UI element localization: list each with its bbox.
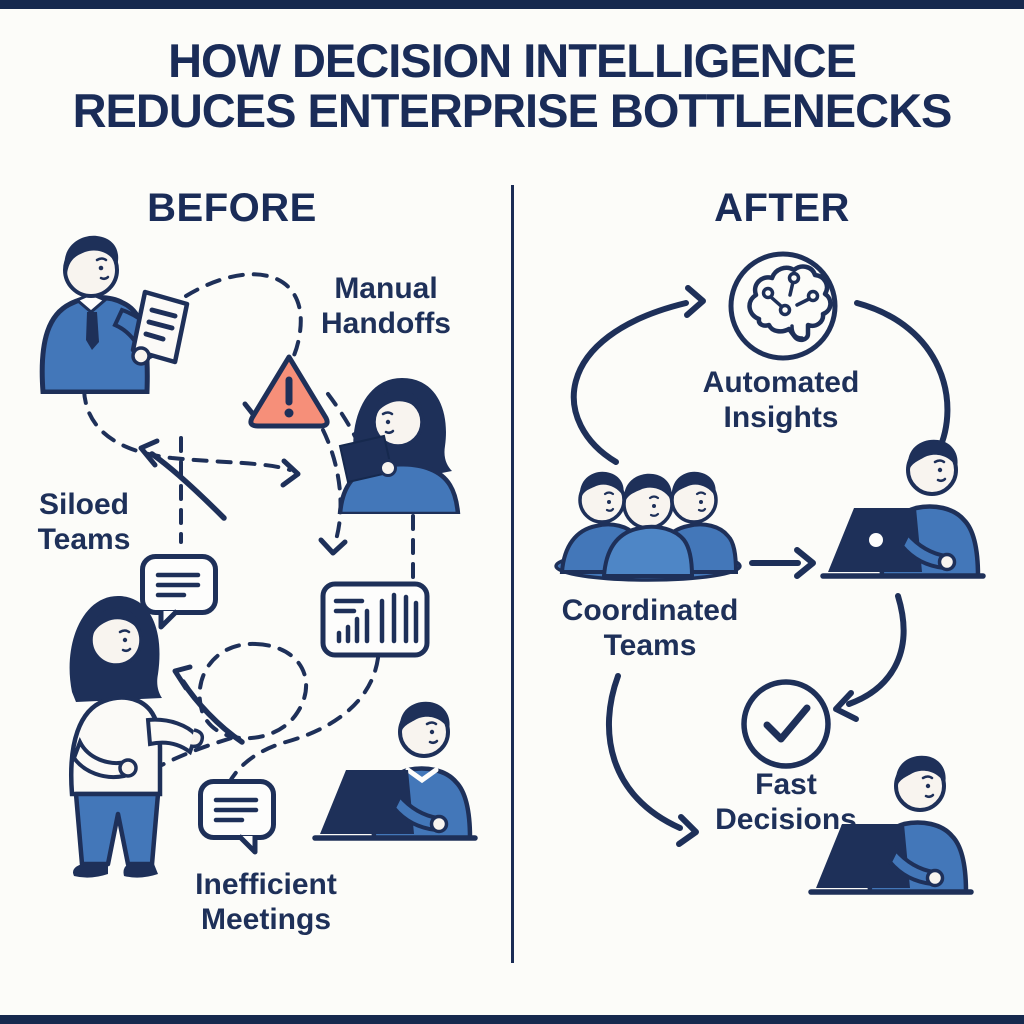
top-border-bar bbox=[0, 0, 1024, 9]
figure-woman-gesturing bbox=[69, 595, 205, 878]
title-line-1: HOW DECISION INTELLIGENCE bbox=[168, 34, 857, 87]
figure-woman-with-tablet bbox=[337, 378, 461, 514]
bar-chart-icon bbox=[320, 581, 430, 658]
ai-brain-icon bbox=[728, 251, 838, 361]
label-coordinated-teams: Coordinated Teams bbox=[561, 594, 739, 662]
figure-man-reading-document bbox=[39, 235, 190, 394]
figure-man-at-laptop-after-bottom bbox=[808, 755, 974, 895]
bottom-border-bar bbox=[0, 1015, 1024, 1024]
label-automated-insights: Automated Insights bbox=[702, 366, 860, 434]
panel-heading-before: BEFORE bbox=[147, 186, 317, 230]
warning-icon bbox=[248, 354, 330, 429]
title-line-2: REDUCES ENTERPRISE BOTTLENECKS bbox=[72, 84, 953, 138]
page-title: HOW DECISION INTELLIGENCE REDUCES ENTERP… bbox=[0, 34, 1024, 138]
chat-bubble-icon-2 bbox=[198, 779, 276, 855]
chat-bubble-icon-1 bbox=[140, 554, 218, 630]
figure-man-at-laptop-before bbox=[312, 701, 478, 841]
figure-man-at-laptop-after bbox=[820, 439, 986, 579]
label-inefficient-meetings: Inefficient Meetings bbox=[195, 868, 337, 936]
label-manual-handoffs: Manual Handoffs bbox=[321, 272, 451, 340]
panel-heading-after: AFTER bbox=[714, 186, 850, 230]
checkmark-icon bbox=[741, 679, 831, 769]
panel-divider bbox=[511, 185, 514, 963]
label-fast-decisions: Fast Decisions bbox=[715, 768, 857, 836]
label-siloed-teams: Siloed Teams bbox=[37, 488, 131, 556]
figure-team-of-three bbox=[554, 471, 742, 582]
